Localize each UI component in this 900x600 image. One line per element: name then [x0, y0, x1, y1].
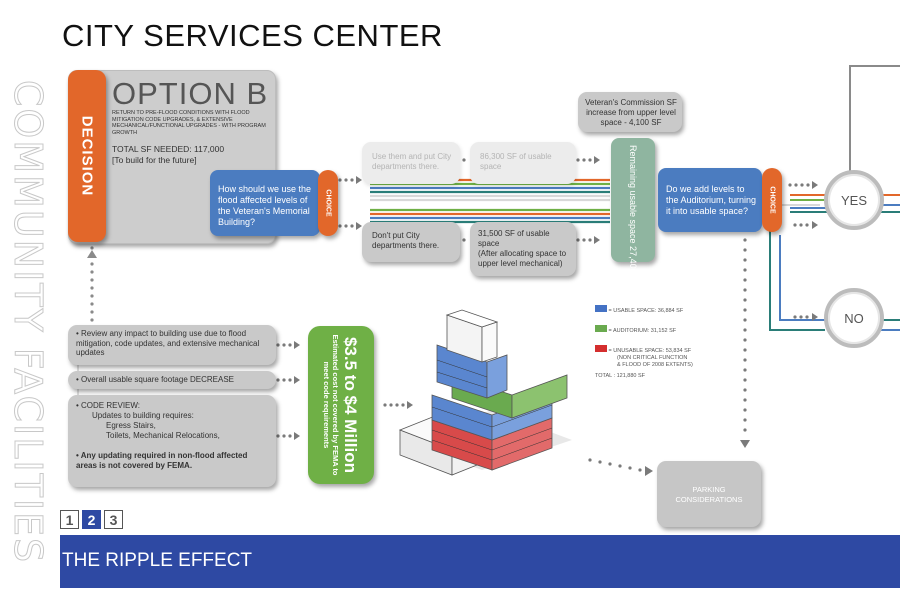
choice-tag-2-label: CHOICE	[768, 186, 776, 214]
area-legend: = USABLE SPACE: 36,884 SF = AUDITORIUM: …	[595, 305, 693, 380]
remaining-space-card: Remaining usable space 27,400 SF	[611, 138, 655, 288]
cost-amount: $3.5 to $4 Million	[341, 336, 360, 474]
option-use-levels-text: Use them and put City departments there.	[372, 152, 452, 171]
total-sf-note: [To build for the future]	[112, 155, 197, 165]
choice-tag-1-label: CHOICE	[324, 189, 332, 217]
legend-swatch-unusable	[595, 345, 607, 352]
code-review-line1: Updates to building requires:	[92, 411, 194, 420]
legend-unusable-note2: & FLOOD OF 2008 EXTENTS)	[617, 362, 693, 368]
parking-considerations-text: PARKING CONSIDERATIONS	[675, 485, 743, 504]
usable-space-31500-text: 31,500 SF of usable space	[478, 229, 550, 248]
building-illustration	[398, 309, 572, 476]
choice-tag-2: CHOICE	[762, 168, 782, 232]
decision-tag: DECISION	[68, 70, 106, 242]
page-2-button[interactable]: 2	[82, 510, 101, 529]
decision-tag-label: DECISION	[78, 115, 96, 197]
no-circle: NO	[824, 288, 884, 348]
option-title: OPTION B	[112, 76, 269, 111]
code-review-fema-note: Any updating required in non-flood affec…	[76, 451, 248, 470]
page-1-button[interactable]: 1	[60, 510, 79, 529]
code-review-heading: CODE REVIEW:	[81, 401, 141, 410]
usable-space-31500: 31,500 SF of usable space (After allocat…	[470, 222, 576, 276]
page-title: CITY SERVICES CENTER	[62, 18, 443, 53]
impact-decrease: • Overall usable square footage DECREASE	[68, 371, 276, 389]
usable-space-31500-note: (After allocating space to upper level m…	[478, 249, 567, 268]
question-veterans-building-text: How should we use the flood affected lev…	[218, 184, 312, 227]
remaining-space-text: Remaining usable space 27,400 SF	[628, 145, 638, 288]
option-description: RETURN TO PRE-FLOOD CONDITIONS WITH FLOO…	[112, 110, 266, 136]
choice-tag-1: CHOICE	[318, 170, 338, 236]
legend-swatch-usable	[595, 305, 607, 312]
question-veterans-building: How should we use the flood affected lev…	[210, 170, 320, 236]
page-3-button[interactable]: 3	[104, 510, 123, 529]
code-review-line2: Egress Stairs,	[106, 421, 156, 430]
legend-auditorium: = AUDITORIUM: 31,152 SF	[608, 328, 677, 334]
legend-unusable: = UNUSABLE SPACE: 53,834 SF	[608, 348, 692, 354]
legend-unusable-note1: (NON CRITICAL FUNCTION	[617, 355, 688, 361]
cost-estimate-card: $3.5 to $4 Million Estimated cost not co…	[308, 326, 374, 484]
footer-bar	[60, 535, 900, 588]
usable-space-86300-text: 86,300 SF of usable space	[480, 152, 552, 171]
code-review-line3: Toilets, Mechanical Relocations,	[106, 431, 220, 440]
question-auditorium: Do we add levels to the Auditorium, turn…	[658, 168, 762, 232]
impact-code-review: • CODE REVIEW: Updates to building requi…	[68, 395, 276, 487]
veterans-commission-note-text: Veteran's Commission SF increase from up…	[585, 98, 677, 127]
impact-review-text: Review any impact to building use due to…	[76, 329, 260, 357]
yes-circle: YES	[824, 170, 884, 230]
impact-decrease-text: Overall usable square footage DECREASE	[81, 375, 234, 384]
cost-note: Estimated cost not covered by FEMA to me…	[322, 334, 340, 476]
question-auditorium-text: Do we add levels to the Auditorium, turn…	[666, 184, 757, 216]
legend-swatch-auditorium	[595, 325, 607, 332]
cost-estimate-content: $3.5 to $4 Million Estimated cost not co…	[322, 330, 360, 480]
parking-considerations: PARKING CONSIDERATIONS	[657, 461, 761, 527]
veterans-commission-note: Veteran's Commission SF increase from up…	[578, 92, 682, 132]
legend-total: TOTAL : 121,880 SF	[595, 373, 646, 379]
footer-title: THE RIPPLE EFFECT	[62, 550, 253, 571]
total-sf-needed: TOTAL SF NEEDED: 117,000	[112, 144, 225, 154]
option-use-levels: Use them and put City departments there.	[362, 142, 460, 184]
option-dont-use-levels: Don't put City departments there.	[362, 222, 460, 262]
impact-review: • Review any impact to building use due …	[68, 325, 276, 365]
usable-space-86300: 86,300 SF of usable space	[470, 142, 576, 184]
option-dont-use-levels-text: Don't put City departments there.	[372, 231, 440, 250]
legend-usable: = USABLE SPACE: 36,884 SF	[608, 308, 684, 314]
